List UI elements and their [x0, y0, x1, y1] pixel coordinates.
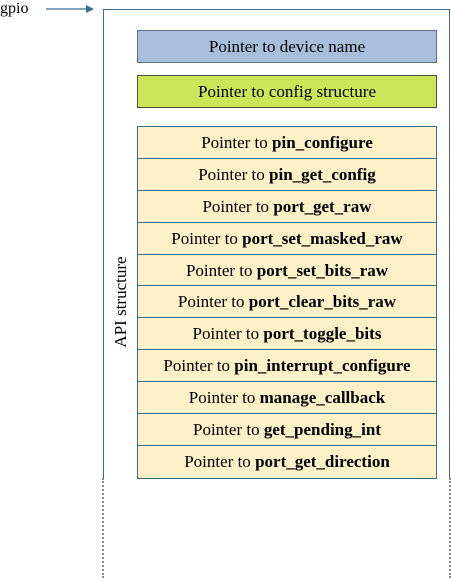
gpio-pointer-arrow — [46, 5, 94, 13]
frame-continuation-right — [449, 478, 451, 578]
api-row-port-set-bits-raw: Pointer to port_set_bits_raw — [138, 254, 436, 287]
api-row-pin-configure: Pointer to pin_configure — [138, 127, 436, 159]
gpio-device-struct-frame — [103, 9, 450, 478]
api-function-name: port_clear_bits_raw — [248, 292, 397, 312]
api-row-port-set-masked-raw: Pointer to port_set_masked_raw — [138, 222, 436, 255]
api-function-name: port_toggle_bits — [263, 324, 382, 344]
api-row-pin-interrupt-configure: Pointer to pin_interrupt_configure — [138, 350, 436, 383]
api-row-prefix: Pointer to — [202, 196, 270, 216]
api-row-pin-get-config: Pointer to pin_get_config — [138, 158, 436, 191]
device-name-pointer-box: Pointer to device name — [137, 30, 437, 63]
api-row-prefix: Pointer to — [188, 388, 256, 408]
api-function-name: port_set_bits_raw — [256, 260, 389, 280]
api-function-name: pin_get_config — [269, 164, 376, 184]
api-row-port-toggle-bits: Pointer to port_toggle_bits — [138, 318, 436, 351]
api-row-get-pending-int: Pointer to get_pending_int — [138, 414, 436, 446]
api-row-prefix: Pointer to — [163, 356, 231, 376]
api-function-name: pin_configure — [272, 133, 373, 152]
api-function-name: manage_callback — [259, 388, 386, 408]
api-function-name: port_set_masked_raw — [242, 228, 403, 248]
api-row-prefix: Pointer to — [192, 324, 260, 344]
api-row-prefix: Pointer to — [201, 133, 268, 152]
api-row-port-clear-bits-raw: Pointer to port_clear_bits_raw — [138, 286, 436, 319]
api-row-port-get-direction: Pointer to port_get_direction — [138, 445, 436, 478]
api-row-prefix: Pointer to — [171, 228, 238, 248]
gpio-label: gpio — [0, 0, 29, 17]
api-function-name: port_get_direction — [255, 451, 390, 471]
api-row-prefix: Pointer to — [177, 292, 245, 312]
api-structure-label: API structure — [111, 256, 130, 348]
api-function-name: pin_interrupt_configure — [234, 356, 411, 376]
api-function-name: port_get_raw — [273, 196, 372, 216]
config-structure-pointer-box: Pointer to config structure — [137, 75, 437, 108]
api-function-name: get_pending_int — [263, 420, 381, 440]
frame-continuation-left — [102, 478, 104, 578]
api-row-prefix: Pointer to — [198, 164, 265, 184]
api-row-prefix: Pointer to — [184, 451, 251, 471]
api-row-port-get-raw: Pointer to port_get_raw — [138, 190, 436, 223]
api-row-manage-callback: Pointer to manage_callback — [138, 382, 436, 415]
api-row-prefix: Pointer to — [185, 260, 253, 280]
api-row-prefix: Pointer to — [193, 420, 260, 440]
